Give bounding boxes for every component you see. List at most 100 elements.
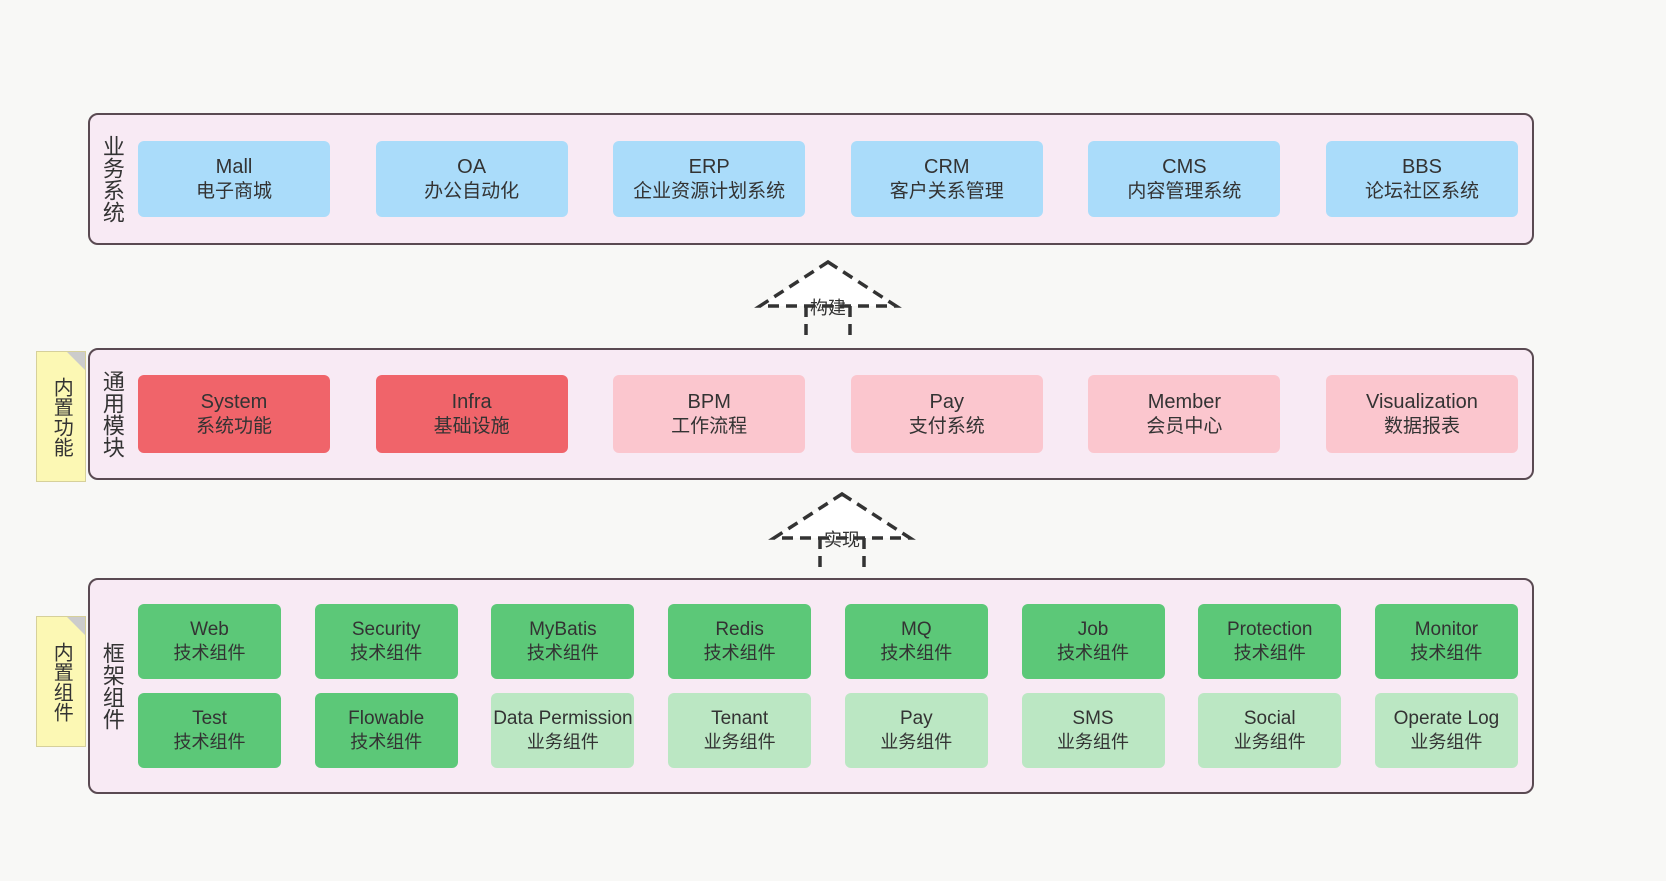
node-pay-component[interactable]: Pay 业务组件 (844, 693, 988, 768)
node-title-cn: 工作流程 (671, 415, 748, 437)
layer-body-framework: Web 技术组件 Security 技术组件 MyBatis 技术组件 Redi… (134, 580, 1532, 792)
node-visualization[interactable]: Visualization 数据报表 (1325, 375, 1518, 453)
layer-framework-components: 框架组件 Web 技术组件 Security 技术组件 MyBatis 技术组件… (88, 578, 1534, 794)
node-title-en: Operate Log (1393, 708, 1500, 730)
node-title-en: MQ (901, 619, 932, 641)
generalization-arrow-icon (754, 259, 902, 340)
node-title-en: Tenant (711, 708, 769, 730)
node-title-cn: 业务组件 (1057, 732, 1130, 753)
node-pay-module[interactable]: Pay 支付系统 (850, 375, 1043, 453)
node-title-en: Web (190, 619, 229, 641)
layer-common-modules: 通用模块 System 系统功能 Infra 基础设施 BPM 工作流程 Pay (88, 348, 1534, 480)
node-title-cn: 业务组件 (526, 732, 599, 753)
node-monitor[interactable]: Monitor 技术组件 (1374, 604, 1518, 679)
node-title-cn: 企业资源计划系统 (633, 180, 786, 202)
node-title-en: ERP (688, 155, 730, 178)
node-title-en: Protection (1226, 619, 1313, 641)
node-title-cn: 办公自动化 (424, 180, 520, 202)
node-title-cn: 客户关系管理 (889, 180, 1004, 202)
node-erp[interactable]: ERP 企业资源计划系统 (613, 141, 806, 217)
node-social[interactable]: Social 业务组件 (1198, 693, 1342, 768)
node-bpm[interactable]: BPM 工作流程 (613, 375, 806, 453)
node-title-cn: 业务组件 (880, 732, 953, 753)
node-operate-log[interactable]: Operate Log 业务组件 (1374, 693, 1518, 768)
node-title-en: System (200, 390, 268, 413)
node-title-en: Redis (715, 619, 764, 641)
node-title-en: Member (1147, 390, 1222, 413)
node-title-en: SMS (1072, 708, 1114, 730)
node-flowable[interactable]: Flowable 技术组件 (314, 693, 458, 768)
node-title-en: Data Permission (493, 708, 633, 730)
node-title-en: Job (1077, 619, 1109, 641)
node-mybatis[interactable]: MyBatis 技术组件 (491, 604, 635, 679)
node-title-cn: 技术组件 (173, 643, 246, 664)
node-bbs[interactable]: BBS 论坛社区系统 (1325, 141, 1518, 217)
layer-business-systems: 业务系统 Mall 电子商城 OA 办公自动化 ERP 企业资源计划系统 CRM (88, 113, 1534, 245)
node-title-cn: 论坛社区系统 (1364, 180, 1479, 202)
node-sms[interactable]: SMS 业务组件 (1021, 693, 1165, 768)
node-title-en: BBS (1401, 155, 1442, 178)
node-title-en: Mall (215, 155, 253, 178)
node-title-cn: 技术组件 (350, 643, 423, 664)
node-title-cn: 技术组件 (173, 732, 246, 753)
node-title-cn: 技术组件 (1233, 643, 1306, 664)
node-title-en: Monitor (1414, 619, 1479, 641)
node-infra[interactable]: Infra 基础设施 (375, 375, 568, 453)
note-label: 内置功能 (50, 376, 73, 457)
node-test[interactable]: Test 技术组件 (138, 693, 281, 768)
node-title-cn: 系统功能 (195, 415, 272, 437)
node-title-en: Visualization (1366, 390, 1478, 413)
node-title-en: CRM (924, 155, 970, 178)
note-label: 内置组件 (50, 641, 73, 722)
node-mq[interactable]: MQ 技术组件 (844, 604, 988, 679)
node-system[interactable]: System 系统功能 (138, 375, 330, 453)
node-title-en: BPM (687, 390, 731, 413)
node-job[interactable]: Job 技术组件 (1021, 604, 1165, 679)
node-mall[interactable]: Mall 电子商城 (138, 141, 330, 217)
node-title-en: OA (457, 155, 487, 178)
node-title-cn: 技术组件 (880, 643, 953, 664)
node-title-en: Infra (451, 390, 492, 413)
node-title-cn: 技术组件 (350, 732, 423, 753)
node-security[interactable]: Security 技术组件 (314, 604, 458, 679)
node-title-en: Social (1243, 708, 1296, 730)
generalization-arrow-icon (768, 491, 916, 572)
node-data-permission[interactable]: Data Permission 业务组件 (491, 693, 635, 768)
connector-implement: 实现 (768, 490, 916, 572)
node-redis[interactable]: Redis 技术组件 (668, 604, 812, 679)
node-title-cn: 数据报表 (1383, 415, 1460, 437)
node-protection[interactable]: Protection 技术组件 (1198, 604, 1342, 679)
layer-body-business: Mall 电子商城 OA 办公自动化 ERP 企业资源计划系统 CRM 客户关系… (134, 115, 1532, 243)
note-builtin-features: 内置功能 (36, 351, 86, 482)
node-web[interactable]: Web 技术组件 (138, 604, 281, 679)
node-title-cn: 电子商城 (195, 180, 272, 202)
node-title-cn: 业务组件 (1410, 732, 1483, 753)
node-title-en: MyBatis (529, 619, 597, 641)
business-row: Mall 电子商城 OA 办公自动化 ERP 企业资源计划系统 CRM 客户关系… (138, 141, 1518, 217)
note-builtin-components: 内置组件 (36, 616, 86, 747)
node-title-cn: 技术组件 (1057, 643, 1130, 664)
connector-label-implement: 实现 (824, 530, 860, 550)
node-oa[interactable]: OA 办公自动化 (375, 141, 568, 217)
modules-row: System 系统功能 Infra 基础设施 BPM 工作流程 Pay 支付系统… (138, 375, 1518, 453)
node-title-cn: 基础设施 (433, 415, 510, 437)
connector-label-build: 构建 (810, 298, 846, 318)
node-title-cn: 内容管理系统 (1127, 180, 1242, 202)
node-title-en: Security (351, 619, 421, 641)
layer-title-modules: 通用模块 (99, 370, 125, 458)
connector-build: 构建 (754, 258, 902, 340)
node-title-en: Pay (929, 390, 965, 413)
node-title-cn: 业务组件 (1233, 732, 1306, 753)
node-title-en: Flowable (348, 708, 425, 730)
node-title-cn: 技术组件 (1410, 643, 1483, 664)
node-cms[interactable]: CMS 内容管理系统 (1088, 141, 1281, 217)
node-title-cn: 技术组件 (526, 643, 599, 664)
layer-title-business: 业务系统 (99, 135, 125, 223)
node-tenant[interactable]: Tenant 业务组件 (668, 693, 812, 768)
node-title-en: Test (192, 708, 227, 730)
layer-body-modules: System 系统功能 Infra 基础设施 BPM 工作流程 Pay 支付系统… (134, 350, 1532, 478)
node-crm[interactable]: CRM 客户关系管理 (850, 141, 1043, 217)
note-fold-corner-icon (67, 352, 85, 370)
node-member[interactable]: Member 会员中心 (1088, 375, 1281, 453)
